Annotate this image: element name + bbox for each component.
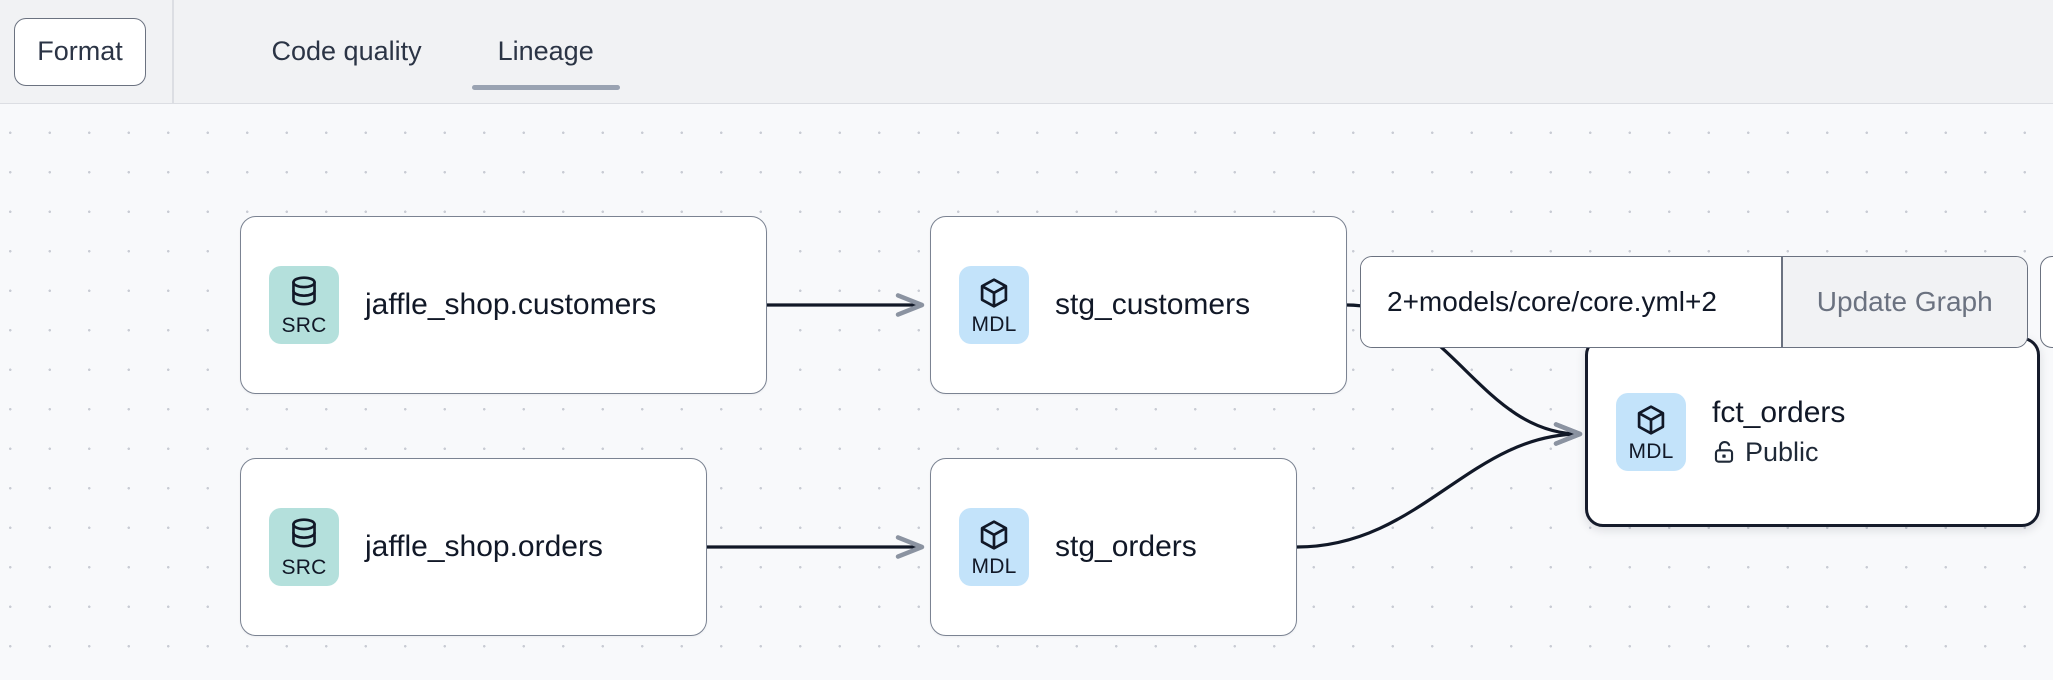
lineage-canvas[interactable]: SRC jaffle_shop.customers SRC jaffle_sho…: [0, 104, 2053, 680]
node-title: jaffle_shop.customers: [365, 287, 657, 321]
database-icon: [292, 275, 316, 306]
tab-lineage[interactable]: Lineage: [460, 0, 632, 104]
cube-icon: [980, 519, 1008, 550]
tab-code-quality[interactable]: Code quality: [271, 36, 422, 66]
node-badge-mdl: MDL: [959, 266, 1029, 344]
update-graph-button[interactable]: Update Graph: [1782, 257, 2027, 347]
graph-selector-divider: [1781, 257, 1783, 347]
graph-selector-group: Update Graph: [1360, 256, 2028, 348]
node-title: stg_customers: [1055, 287, 1251, 321]
node-body: stg_customers: [1055, 288, 1250, 323]
node-body: fct_orders Public: [1712, 396, 1845, 468]
canvas-edge-button[interactable]: [2040, 256, 2053, 348]
node-badge-src: SRC: [269, 266, 339, 344]
lineage-node-fct-orders[interactable]: MDL fct_orders Public: [1585, 337, 2040, 527]
node-badge-label: SRC: [281, 313, 327, 337]
node-body: stg_orders: [1055, 530, 1197, 565]
cube-icon: [1637, 404, 1665, 435]
node-visibility-label: Public: [1745, 436, 1819, 467]
node-visibility: Public: [1712, 437, 1845, 468]
database-icon: [292, 517, 316, 548]
node-body: jaffle_shop.customers: [365, 288, 656, 323]
lineage-node-jaffle-shop-customers[interactable]: SRC jaffle_shop.customers: [240, 216, 767, 394]
node-body: jaffle_shop.orders: [365, 530, 603, 565]
node-badge-label: MDL: [1628, 439, 1674, 463]
format-button[interactable]: Format: [14, 17, 146, 86]
cube-icon: [980, 277, 1008, 308]
node-badge-src: SRC: [269, 508, 339, 586]
tab-bar: Code quality Lineage: [234, 0, 632, 104]
node-badge-label: SRC: [281, 555, 327, 579]
node-title: jaffle_shop.orders: [365, 529, 603, 563]
toolbar-divider: [172, 0, 174, 104]
lineage-node-stg-orders[interactable]: MDL stg_orders: [930, 458, 1297, 636]
editor-toolbar: Format Code quality Lineage: [0, 0, 2053, 104]
node-title: stg_orders: [1055, 529, 1197, 563]
edge-stg-orders-to-fct-orders: [1296, 422, 1583, 549]
unlock-icon: [1714, 441, 1734, 464]
node-badge-mdl: MDL: [959, 508, 1029, 586]
node-badge-label: MDL: [971, 554, 1017, 578]
node-badge-label: MDL: [971, 312, 1017, 336]
node-badge-mdl: MDL: [1616, 393, 1686, 471]
lineage-node-jaffle-shop-orders[interactable]: SRC jaffle_shop.orders: [240, 458, 707, 636]
node-title: fct_orders: [1712, 396, 1846, 430]
lineage-node-stg-customers[interactable]: MDL stg_customers: [930, 216, 1347, 394]
graph-selector-input[interactable]: [1361, 257, 1781, 347]
